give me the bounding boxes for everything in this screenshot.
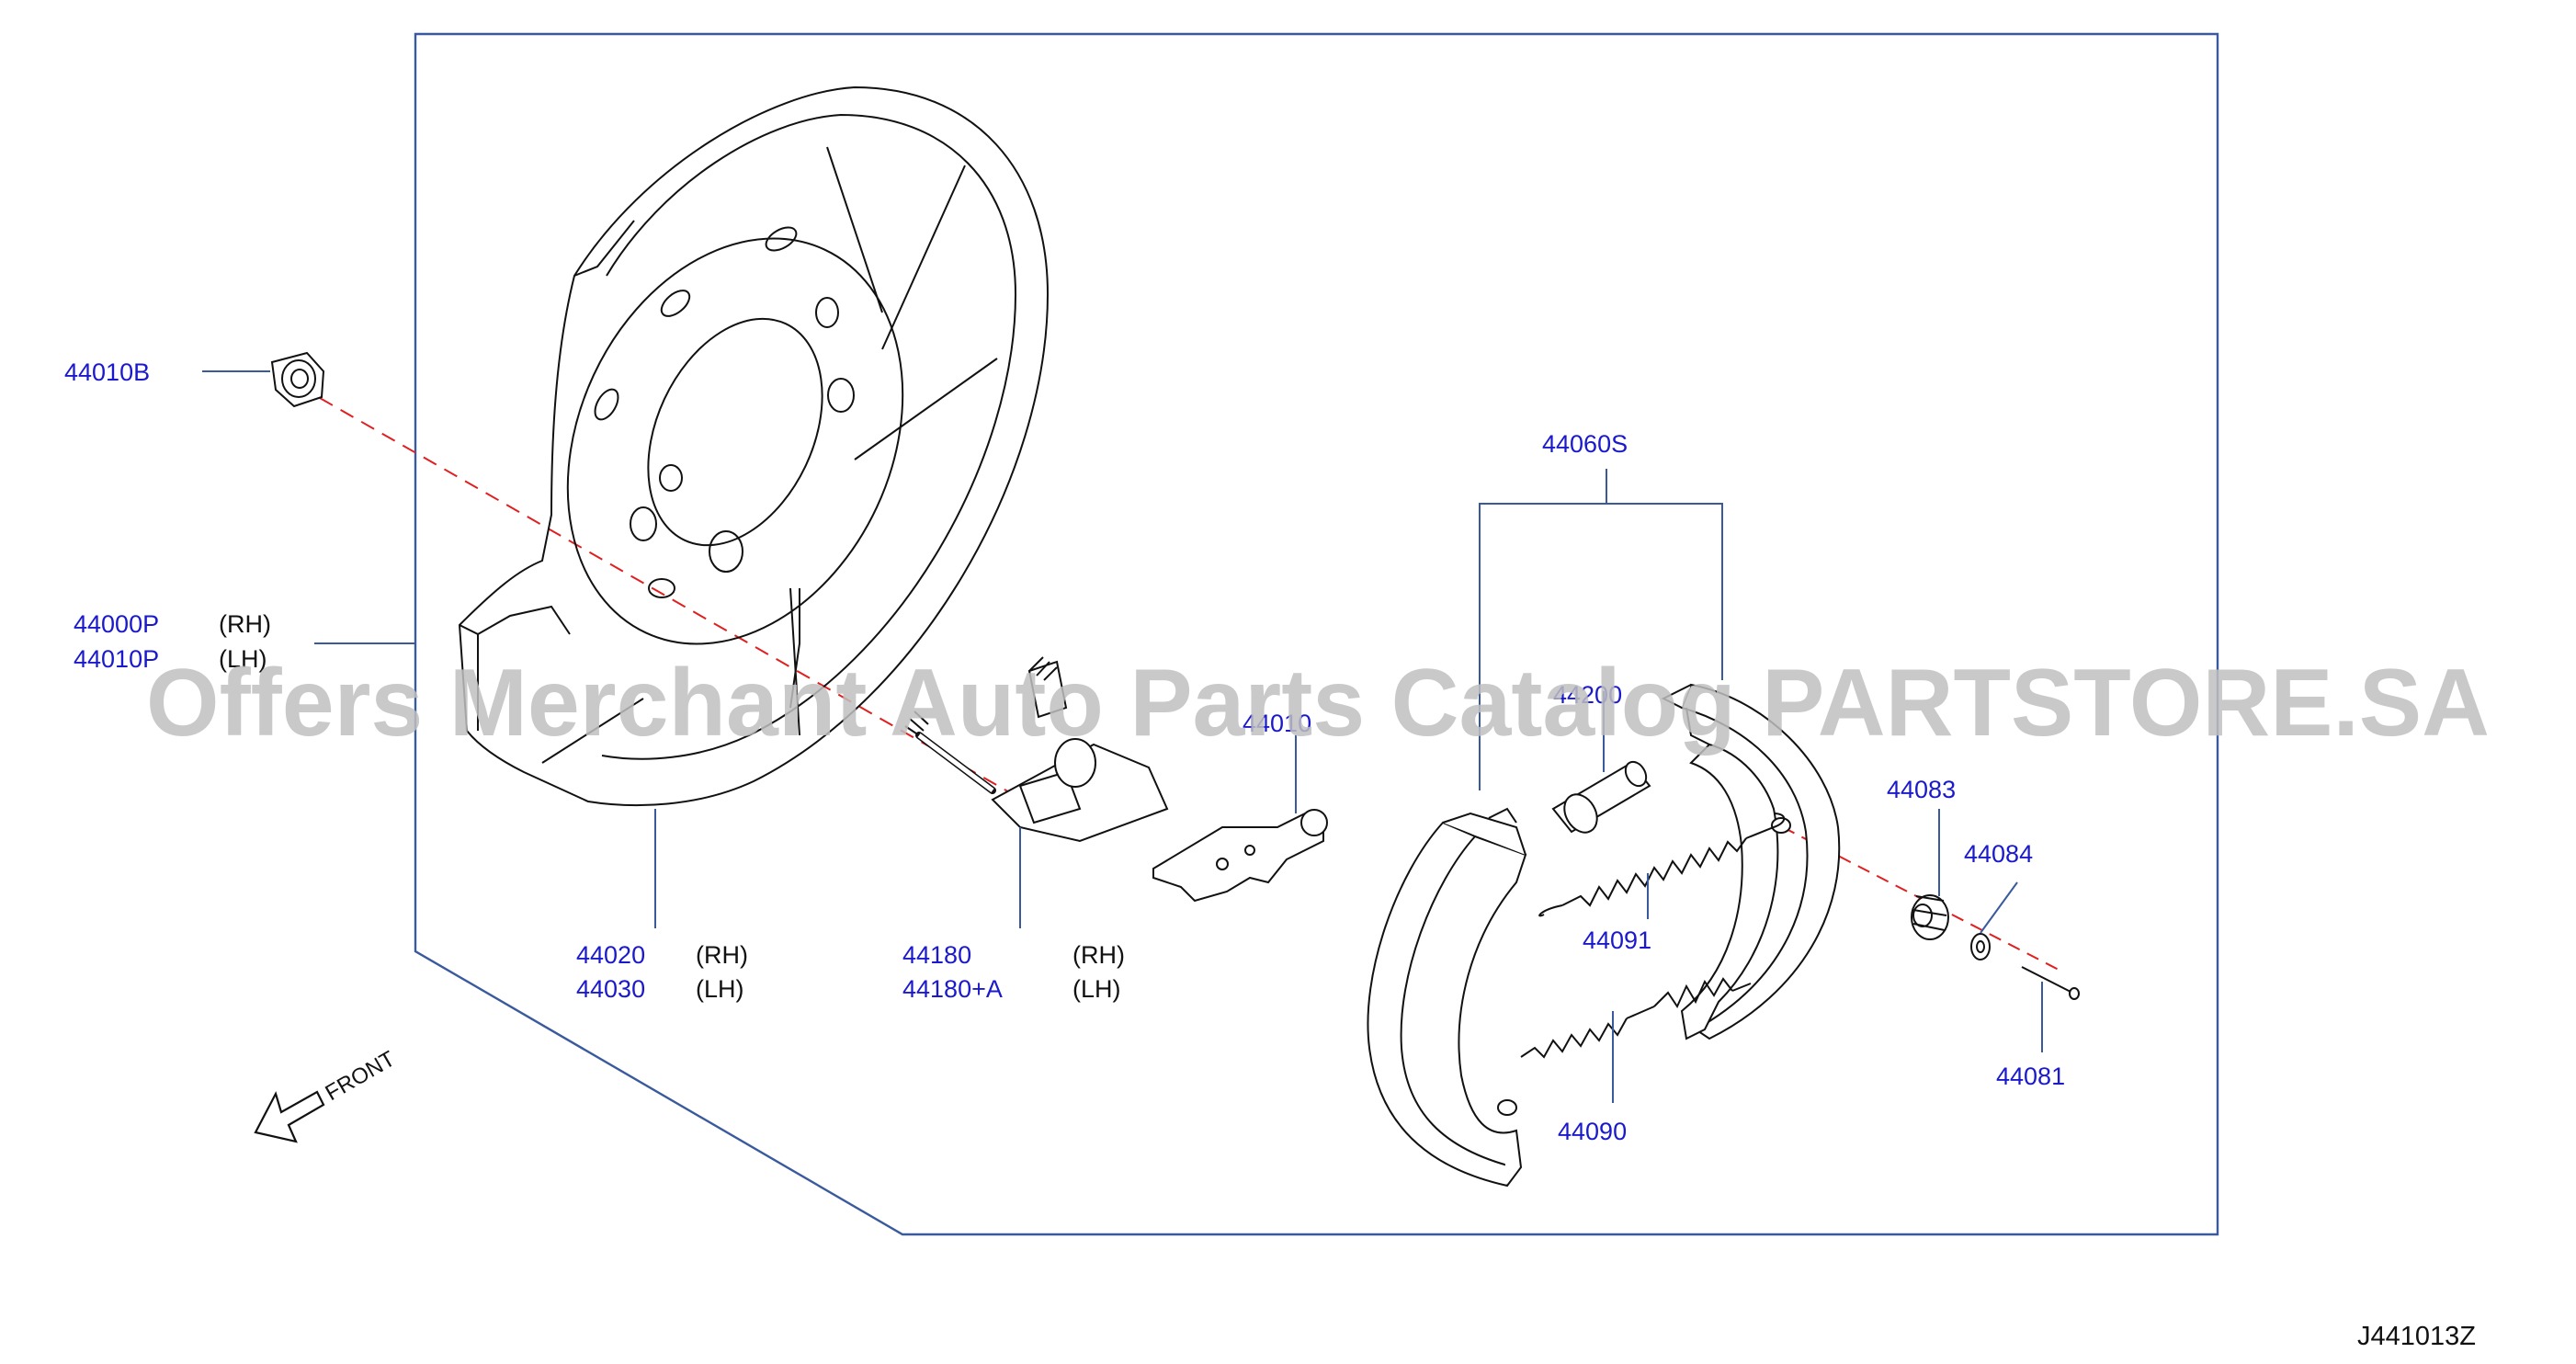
hold-down-pin-drawing xyxy=(2021,966,2080,1000)
callout-44180[interactable]: 44180 xyxy=(902,941,971,969)
callout-44090[interactable]: 44090 xyxy=(1558,1118,1627,1145)
callout-44030[interactable]: 44030 xyxy=(576,975,645,1003)
callout-44091[interactable]: 44091 xyxy=(1583,926,1651,954)
backing-plate-drawing xyxy=(458,85,1050,807)
side-label-44030: (LH) xyxy=(696,975,744,1003)
spring-44091-drawing xyxy=(1538,813,1786,917)
watermark-text: Offers Merchant Auto Parts Catalog PARTS… xyxy=(146,650,2490,756)
callout-44083[interactable]: 44083 xyxy=(1887,776,1956,803)
leader-lines xyxy=(202,370,2043,1103)
side-label-44010P: (LH) xyxy=(219,645,267,673)
brake-shoe-left-drawing xyxy=(1367,807,1527,1188)
spring-44090-drawing xyxy=(1520,977,1752,1059)
flange-nut-drawing xyxy=(270,351,325,408)
callout-44081[interactable]: 44081 xyxy=(1996,1063,2065,1090)
callout-44060S[interactable]: 44060S xyxy=(1542,430,1628,458)
retainer-drawing xyxy=(1970,933,1991,960)
front-direction-label: FRONT xyxy=(322,1046,400,1106)
callout-44000P[interactable]: 44000P xyxy=(74,610,159,638)
adjuster-drawing xyxy=(904,656,1169,843)
spring-cup-drawing xyxy=(1911,894,1949,940)
adjuster-screw-drawing xyxy=(1551,760,1651,834)
callout-44180A[interactable]: 44180+A xyxy=(902,975,1003,1003)
diagram-code: J441013Z xyxy=(2357,1322,2476,1351)
callout-44010[interactable]: 44010 xyxy=(1243,710,1311,737)
callout-44200[interactable]: 44200 xyxy=(1553,681,1622,709)
side-label-44180A: (LH) xyxy=(1072,975,1121,1003)
callout-44010P[interactable]: 44010P xyxy=(74,645,159,673)
side-label-44000P: (RH) xyxy=(219,610,271,638)
side-label-44020: (RH) xyxy=(696,941,748,969)
assembly-frame xyxy=(414,32,2219,1236)
side-label-44180: (RH) xyxy=(1072,941,1125,969)
callout-44020[interactable]: 44020 xyxy=(576,941,645,969)
front-arrow-icon xyxy=(254,1090,325,1143)
brake-shoe-right-drawing xyxy=(1661,683,1841,1040)
callout-44010B[interactable]: 44010B xyxy=(64,358,150,386)
parking-lever-drawing xyxy=(1152,809,1328,903)
callout-44084[interactable]: 44084 xyxy=(1964,840,2033,868)
